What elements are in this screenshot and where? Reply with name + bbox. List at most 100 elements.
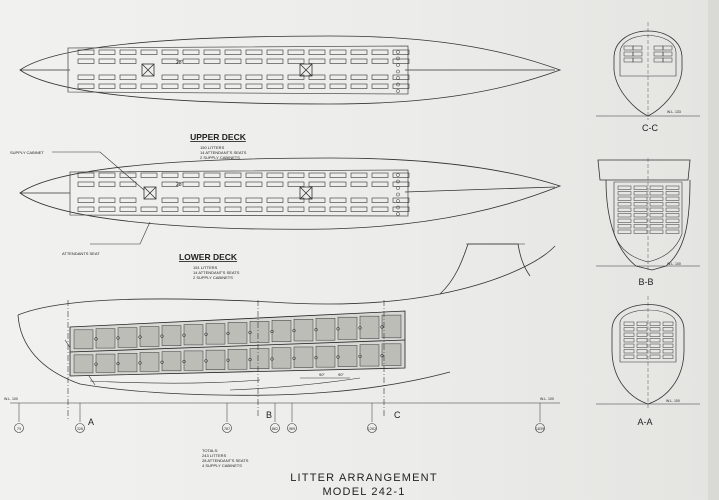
litter	[287, 172, 305, 178]
litter	[224, 206, 242, 212]
supply-cabinet-callout: SUPPLY CABINET	[10, 150, 44, 155]
section-litter	[636, 354, 648, 359]
attendant-seat	[396, 82, 400, 87]
section-aa	[596, 296, 700, 410]
section-litter	[623, 51, 634, 57]
section-litter	[649, 218, 664, 223]
litter	[161, 49, 179, 55]
section-cc	[596, 22, 700, 120]
side-litter-block	[139, 326, 160, 347]
section-bb-wl-label: W.L. 100	[667, 262, 681, 266]
litter	[224, 74, 242, 80]
section-cc-litters	[623, 45, 673, 63]
litter	[77, 197, 95, 203]
section-litter	[665, 229, 680, 234]
litter	[266, 74, 284, 80]
section-litter	[636, 327, 648, 332]
litter	[350, 49, 368, 55]
section-cc-outline	[613, 30, 683, 117]
litter	[119, 172, 137, 178]
litter	[329, 83, 347, 89]
station-number: 787	[224, 427, 230, 431]
litter	[287, 181, 305, 187]
litter	[329, 49, 347, 55]
section-litter	[633, 196, 648, 201]
supply-cabinet-leader	[52, 151, 145, 191]
station-circle	[75, 423, 85, 433]
porthole	[138, 335, 142, 339]
section-litter	[623, 327, 635, 332]
litter	[224, 172, 242, 178]
litter	[287, 83, 305, 89]
section-litter	[617, 229, 632, 234]
porthole	[248, 357, 252, 362]
litter	[98, 49, 116, 55]
section-litter	[649, 229, 664, 234]
litter	[77, 181, 95, 187]
litter	[161, 197, 179, 203]
side-litter-block	[271, 347, 292, 369]
porthole	[226, 358, 230, 362]
litter	[350, 74, 368, 80]
section-litter	[653, 51, 664, 57]
attendant-seat-callout: ATTENDANTS SEAT	[62, 251, 100, 256]
section-litter	[649, 191, 664, 196]
side-litter-block	[95, 328, 116, 349]
section-aa-litters	[623, 321, 674, 359]
litter	[98, 197, 116, 203]
section-litter	[649, 332, 661, 337]
upper-deck-note-3: 2 SUPPLY CABINETS	[200, 155, 240, 160]
section-litter	[662, 327, 674, 332]
section-aa-outline	[611, 304, 685, 405]
litter	[203, 181, 221, 187]
section-litter	[623, 338, 635, 343]
section-litter	[662, 321, 674, 326]
attendant-seat	[396, 212, 400, 216]
litter	[182, 74, 200, 80]
cut-label-a: A	[88, 417, 94, 427]
porthole	[358, 326, 362, 330]
section-litter	[633, 202, 648, 207]
station-number: 75	[17, 427, 21, 431]
section-litter	[649, 343, 661, 348]
side-litter-block	[227, 322, 248, 344]
porthole	[182, 333, 186, 337]
section-litter	[636, 343, 648, 348]
porthole	[160, 334, 164, 338]
lower-deck-note-3: 2 SUPPLY CABINETS	[193, 275, 233, 280]
litter	[350, 197, 368, 203]
section-litter	[665, 185, 680, 190]
attendant-seat	[396, 192, 400, 197]
litter	[119, 206, 137, 212]
sheet-edge-shadow	[708, 0, 719, 500]
litter	[245, 58, 263, 64]
litter	[98, 206, 116, 212]
lower-cabinet-x-1b	[143, 186, 157, 200]
section-litter	[632, 51, 643, 57]
station-circle	[222, 423, 232, 433]
side-dimension-label-2: 90"	[338, 372, 344, 377]
section-litter	[623, 354, 635, 359]
litter	[350, 58, 368, 64]
litter	[245, 172, 263, 178]
section-litter	[633, 229, 648, 234]
litter	[245, 83, 263, 89]
porthole	[314, 356, 318, 360]
litter	[266, 83, 284, 89]
section-litter	[662, 354, 674, 359]
litter	[308, 49, 326, 55]
side-elevation	[10, 243, 560, 433]
section-litter	[636, 332, 648, 337]
porthole	[204, 359, 208, 363]
litter	[287, 49, 305, 55]
section-litter	[623, 321, 635, 326]
porthole	[292, 328, 296, 333]
attendant-seat	[396, 205, 400, 210]
porthole	[380, 354, 384, 358]
litter	[350, 181, 368, 187]
section-bb-deck-top	[597, 159, 691, 181]
porthole	[204, 332, 208, 336]
litter	[245, 197, 263, 203]
litter	[392, 83, 410, 89]
